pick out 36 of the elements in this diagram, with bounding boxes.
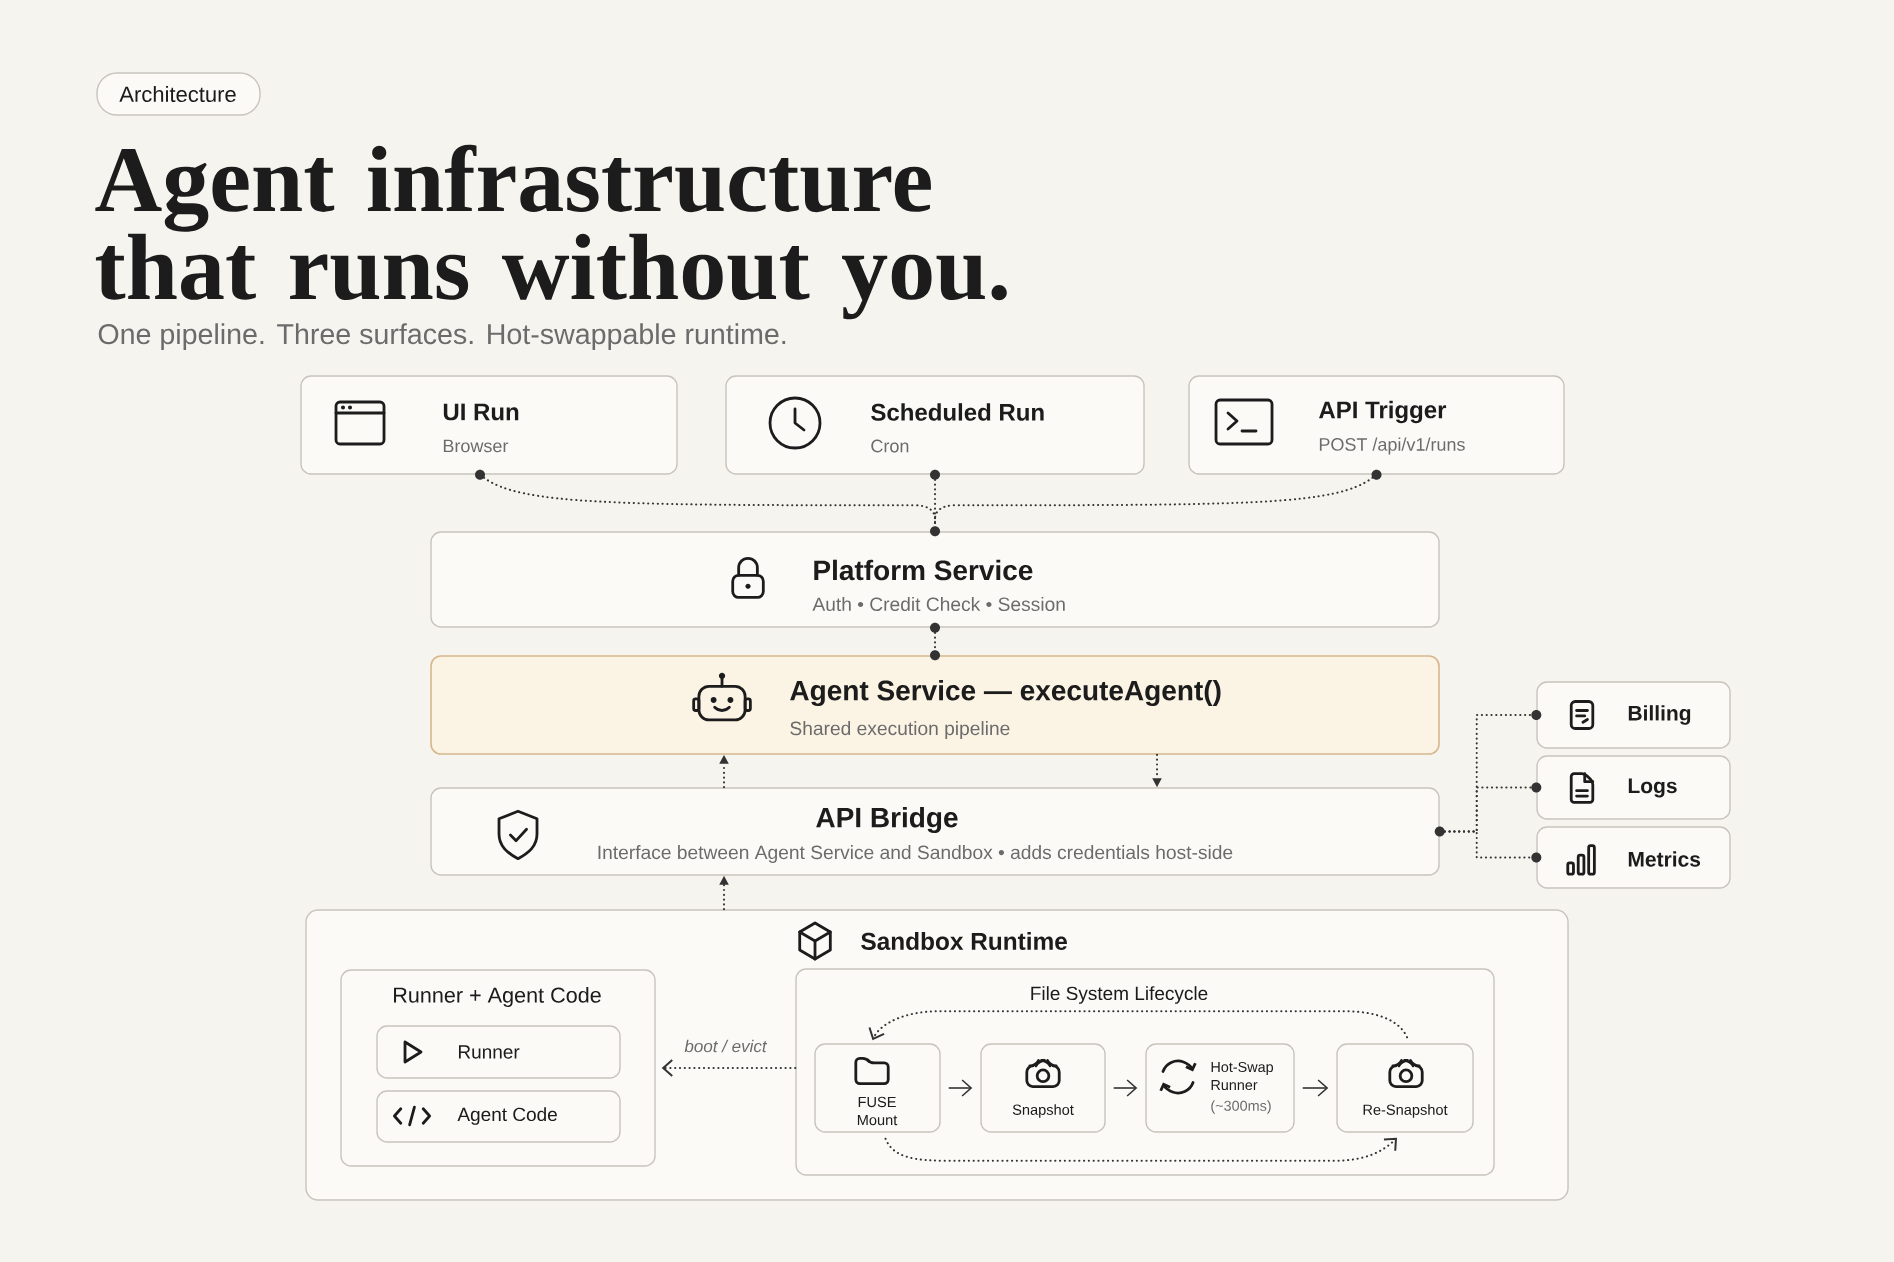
heading: Agent infrastructure that runs without you. bbox=[95, 144, 1007, 320]
arrow bbox=[1301, 1079, 1329, 1097]
card-subtitle: POST /api/v1/runs bbox=[1319, 437, 1465, 455]
step-label: Hot-Swap Runner bbox=[1211, 1061, 1274, 1091]
tag-label: Architecture bbox=[119, 85, 236, 103]
arrow bbox=[1112, 1079, 1138, 1097]
group-title: Runner + Agent Code bbox=[394, 986, 601, 1008]
card-title: API Trigger bbox=[1319, 400, 1447, 424]
card-title: API Bridge bbox=[816, 806, 958, 834]
card-title: Agent Service — executeAgent() bbox=[790, 679, 1221, 707]
card-subtitle: Shared execution pipeline bbox=[790, 721, 1010, 739]
card-title: Metrics bbox=[1628, 851, 1701, 867]
step-label: Snapshot bbox=[1012, 1104, 1074, 1118]
step-label: FUSE Mount bbox=[857, 1096, 898, 1126]
tag-pill bbox=[96, 72, 261, 116]
item-label: Agent Code bbox=[457, 1107, 557, 1125]
card-title: Scheduled Run bbox=[871, 403, 1044, 421]
dotted-arrow bbox=[661, 1059, 797, 1077]
step-label: Re-Snapshot bbox=[1363, 1104, 1448, 1118]
card-title: Logs bbox=[1628, 778, 1677, 798]
arrow bbox=[947, 1079, 973, 1097]
card-subtitle: Interface between Agent Service and Sandbox • adds credentials host-side bbox=[598, 845, 1233, 863]
card-subtitle: Auth • Credit Check • Session bbox=[812, 596, 1065, 612]
dotted-arrow bbox=[884, 1137, 1398, 1162]
card-title: Platform Service bbox=[814, 559, 1033, 581]
subheading: One pipeline. Three surfaces. Hot-swappable runtime. bbox=[98, 323, 786, 350]
card-title: UI Run bbox=[443, 403, 519, 421]
dotted-connector bbox=[1443, 830, 1533, 859]
card-subtitle: Browser bbox=[443, 439, 509, 453]
dotted-arrow bbox=[868, 1010, 1408, 1041]
card-title: Sandbox Runtime bbox=[861, 932, 1067, 950]
card-subtitle: Cron bbox=[871, 439, 909, 453]
item-label: Runner bbox=[459, 1045, 520, 1059]
card-title: Billing bbox=[1628, 705, 1691, 725]
group-title: File System Lifecycle bbox=[1031, 986, 1208, 1004]
step-note: (~300ms) bbox=[1211, 1100, 1271, 1114]
